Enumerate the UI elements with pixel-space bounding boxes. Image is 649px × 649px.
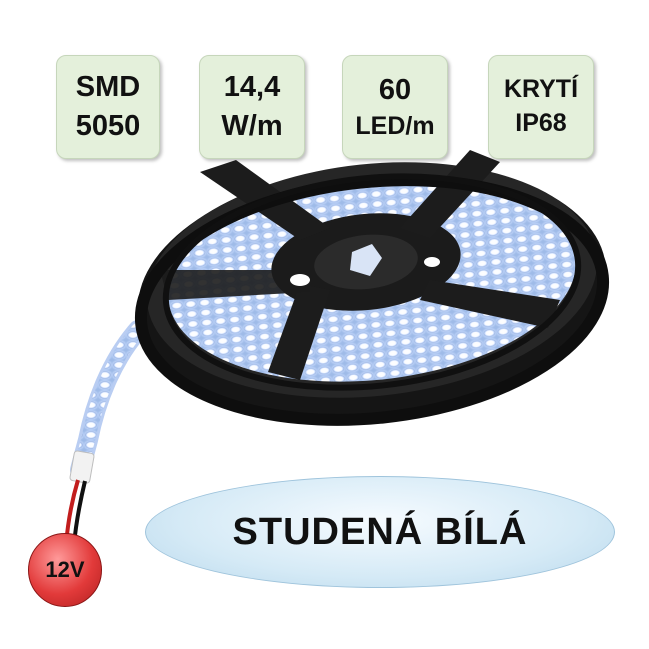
spec-badge-power: 14,4 W/m	[199, 55, 305, 159]
color-temperature-text: STUDENÁ BÍLÁ	[232, 510, 528, 553]
spec-badge-ip-rating: KRYTÍ IP68	[488, 55, 594, 159]
spec-badge-power-line1: 14,4	[223, 70, 281, 103]
spec-badge-led-density-line1: 60	[378, 73, 412, 106]
spec-badge-led-density-line2: LED/m	[355, 111, 435, 140]
spec-badge-power-line2: W/m	[221, 110, 283, 142]
spec-badge-smd-line1: SMD	[75, 70, 141, 103]
spec-badge-smd-line2: 5050	[75, 110, 141, 142]
voltage-text: 12V	[45, 557, 85, 582]
spec-badge-smd: SMD 5050	[56, 55, 160, 159]
voltage-badge: 12V	[28, 533, 102, 607]
spec-badge-led-density: 60 LED/m	[342, 55, 448, 159]
color-temperature-label: STUDENÁ BÍLÁ	[145, 476, 615, 588]
spec-badge-ip-rating-line2: IP68	[515, 109, 567, 137]
spec-badge-ip-rating-line1: KRYTÍ	[503, 75, 579, 104]
